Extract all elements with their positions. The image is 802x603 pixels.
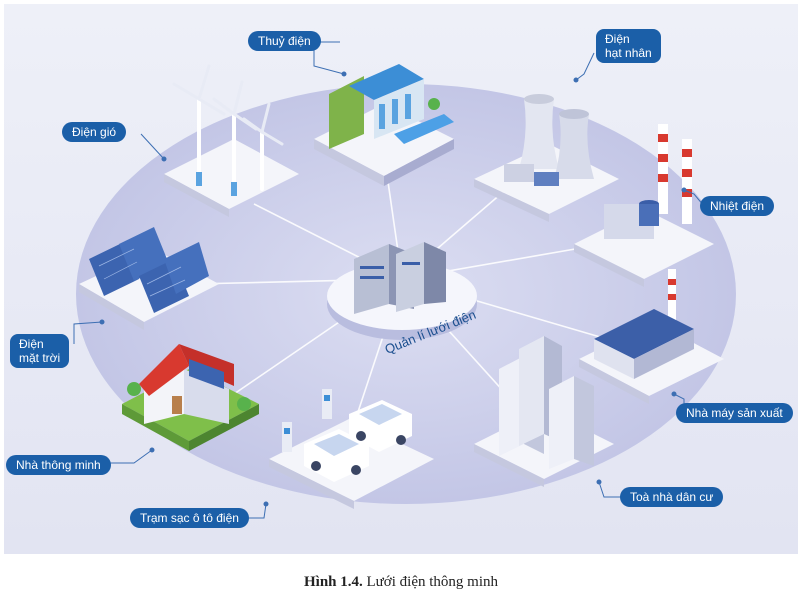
label-hat-nhan: Điện hạt nhân [596,29,661,63]
label-nha-may: Nhà máy sản xuất [676,403,793,423]
grid-control-center [327,242,477,340]
wind-farm-icon [164,64,299,217]
hydro-dam-icon [314,64,454,186]
apartment-buildings-icon [474,336,614,487]
label-toa-nha: Toà nhà dân cư [620,487,724,507]
factory-icon [579,269,724,404]
label-leader-lines [73,41,705,519]
nuclear-plant-icon [474,94,619,222]
solar-farm-icon [79,227,219,330]
thermal-plant-icon [574,124,714,287]
label-nha-thong-minh: Nhà thông minh [6,455,111,475]
label-tram-sac: Trạm sạc ô tô điện [130,508,249,528]
label-mat-troi: Điện mặt trời [10,334,70,368]
smart-grid-illustration: Quản lí lưới điện [4,4,798,554]
figure-caption: Hình 1.4. Lưới điện thông minh [0,574,802,591]
smart-house-icon [122,344,259,451]
caption-text: Lưới điện thông minh [362,574,498,590]
label-thuy-dien: Thuỷ điện [248,31,321,51]
label-dien-gio: Điện gió [62,122,127,142]
label-nhiet-dien: Nhiệt điện [700,196,775,216]
ev-charging-station-icon [269,389,434,509]
caption-number: Hình 1.4. [303,574,363,590]
